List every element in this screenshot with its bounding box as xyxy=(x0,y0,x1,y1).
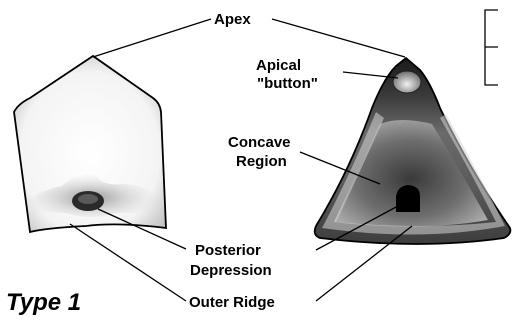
type-title: Type 1 xyxy=(6,289,81,316)
label-apical-button-line1: Apical xyxy=(256,57,301,74)
label-concave-region-line1: Concave xyxy=(228,134,291,151)
label-concave-region-line2: Region xyxy=(236,153,287,170)
right-edge-bracket xyxy=(485,10,498,85)
type1-depression-highlight xyxy=(78,194,98,204)
right-posterior-depression xyxy=(396,185,420,212)
type1-tooth-drawing xyxy=(14,56,166,232)
apical-button-shape xyxy=(393,71,421,93)
label-posterior-depression-line2: Depression xyxy=(190,262,272,279)
apex-leader-left xyxy=(93,19,211,57)
label-apical-button-line2: "button" xyxy=(257,75,318,92)
outer-ridge-leader-left xyxy=(70,224,186,301)
right-tooth-drawing xyxy=(315,58,511,244)
label-outer-ridge: Outer Ridge xyxy=(189,294,275,311)
apex-leader-right xyxy=(272,19,405,57)
label-apex: Apex xyxy=(214,11,251,28)
label-posterior-depression-line1: Posterior xyxy=(195,242,261,259)
